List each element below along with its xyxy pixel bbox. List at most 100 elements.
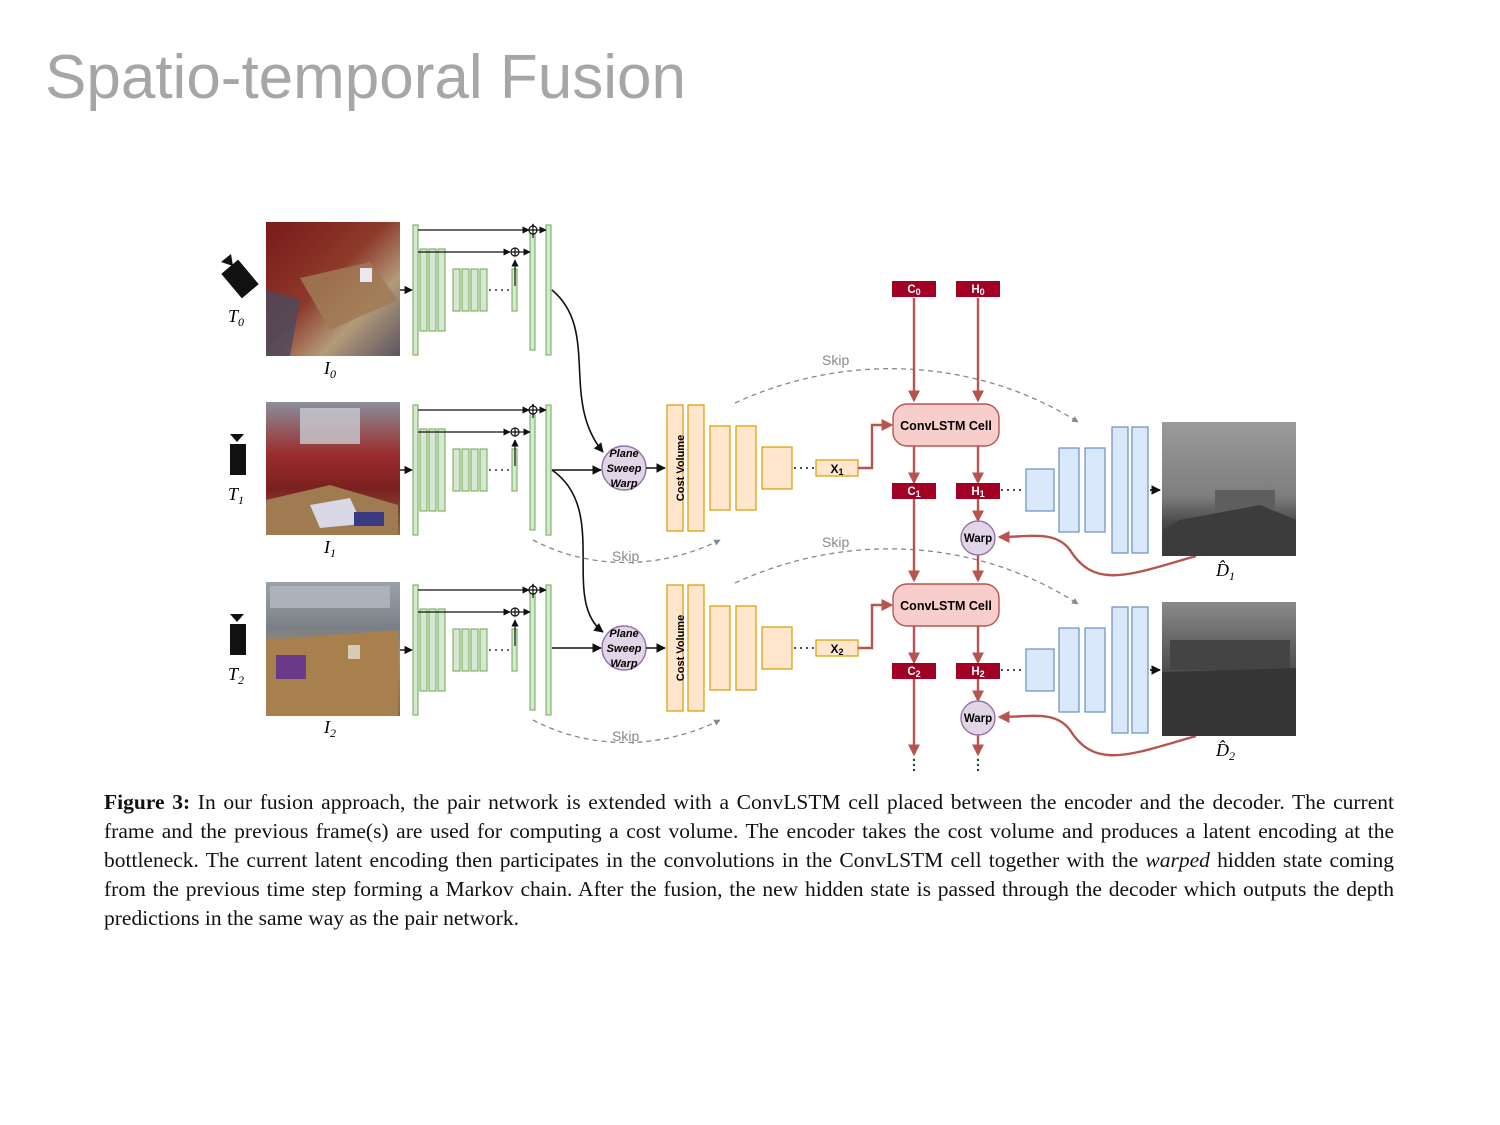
svg-text:X1: X1 (830, 462, 843, 477)
cost-encoder-layer (709, 605, 731, 691)
svg-text:Warp: Warp (610, 658, 638, 670)
skip-label-4: Skip (612, 728, 639, 744)
caption-emphasis: warped (1145, 848, 1210, 872)
cost-encoder-layer (666, 584, 684, 712)
encoder-layer (470, 448, 479, 492)
svg-text:Warp: Warp (610, 478, 638, 490)
cell-state-2: C2 (892, 663, 936, 679)
caption-label: Figure 3: (104, 790, 191, 814)
encoder-layer (461, 268, 470, 312)
svg-text:Sweep: Sweep (607, 643, 642, 655)
cost-volume-label-2: Cost Volume (675, 615, 687, 681)
encoder-layer (419, 428, 428, 512)
feature-encoders (400, 223, 552, 716)
decoder-1 (1025, 606, 1149, 734)
encoder-layer (452, 628, 461, 672)
encoder-layer (479, 448, 488, 492)
depth-output-d2 (1162, 602, 1296, 736)
encoder-layer (419, 248, 428, 332)
feature-connections (551, 289, 604, 653)
cost-encoder-layer (735, 605, 757, 691)
continuation-dots (912, 758, 980, 772)
figure-caption: Figure 3: In our fusion approach, the pa… (104, 788, 1394, 933)
cost-encoder-layer (666, 404, 684, 532)
depth-output-d1 (1162, 422, 1296, 556)
cost-volume-label-1: Cost Volume (675, 435, 687, 501)
decoder-layer (1025, 648, 1055, 692)
feature-encoder-0 (400, 223, 552, 356)
encoder-layer (437, 428, 446, 512)
encoder-layer (419, 608, 428, 692)
plane-sweep-warp-1: Plane Sweep Warp (601, 445, 647, 491)
encoder-layer (545, 404, 552, 536)
skip-label-1: Skip (822, 352, 849, 368)
encoder-layer (529, 229, 536, 351)
encoder-layer (437, 248, 446, 332)
svg-text:C2: C2 (907, 666, 920, 679)
cost-encoder-1 (666, 584, 793, 712)
cost-encoder-layer (709, 425, 731, 511)
encoder-layer (479, 628, 488, 672)
hidden-state-0: H0 (956, 281, 1000, 297)
encoder-layer (529, 409, 536, 531)
camera-icon-t0 (221, 254, 259, 299)
recurrent-flow (858, 298, 1197, 757)
encoder-layer (470, 628, 479, 672)
encoder-layer (437, 608, 446, 692)
encoder-layer (470, 268, 479, 312)
svg-text:ConvLSTM Cell: ConvLSTM Cell (900, 599, 992, 613)
encoder-layer (461, 628, 470, 672)
encoder-layer (452, 448, 461, 492)
svg-text:C1: C1 (907, 486, 920, 499)
warp-node-1: Warp (960, 520, 996, 556)
encoder-layer (529, 589, 536, 711)
input-image-i0 (266, 222, 400, 356)
cost-encoder-layer (687, 404, 705, 532)
svg-text:H0: H0 (971, 284, 984, 297)
output-label-d2: D̂2 (1215, 740, 1235, 763)
camera-icon-t2 (230, 614, 246, 655)
skip-label-3: Skip (612, 548, 639, 564)
encoder-layer (545, 224, 552, 356)
decoder-layer (1025, 468, 1055, 512)
cell-state-0: C0 (892, 281, 936, 297)
decoder-layer (1058, 627, 1080, 713)
input-image-i1 (266, 402, 400, 535)
decoder-layer (1058, 447, 1080, 533)
skip-label-2: Skip (822, 534, 849, 550)
hidden-state-1: H1 (956, 483, 1000, 499)
warp-node-2: Warp (960, 700, 996, 736)
decoder-layer (1111, 426, 1129, 554)
svg-text:H2: H2 (971, 666, 984, 679)
output-label-d1: D̂1 (1215, 560, 1235, 583)
caption-text-1: In our fusion approach, the pair network… (104, 790, 1394, 872)
encoder-layer (461, 448, 470, 492)
input-image-i2 (266, 582, 400, 716)
decoders (1025, 426, 1149, 734)
feature-encoder-1 (400, 403, 552, 536)
cost-encoder-layer (687, 584, 705, 712)
encoder-layer (428, 608, 437, 692)
convlstm-cell-2: ConvLSTM Cell (892, 583, 1000, 627)
cost-encoder-0 (666, 404, 793, 532)
svg-text:ConvLSTM Cell: ConvLSTM Cell (900, 419, 992, 433)
decoder-layer (1131, 606, 1149, 734)
time-label-t1: T1 (228, 484, 244, 507)
encoder-layer (412, 224, 419, 356)
encoder-layer (428, 428, 437, 512)
decoder-layer (1131, 426, 1149, 554)
svg-text:X2: X2 (830, 642, 843, 657)
cost-encoder-layer (735, 425, 757, 511)
decoder-0 (1025, 426, 1149, 554)
latent-x2: X2 (815, 639, 859, 657)
latent-x1: X1 (815, 459, 859, 477)
hidden-state-2: H2 (956, 663, 1000, 679)
decoder-layer (1084, 627, 1106, 713)
svg-text:H1: H1 (971, 486, 984, 499)
svg-text:Warp: Warp (964, 713, 992, 725)
cost-volume-encoders (666, 404, 793, 712)
encoder-layer (412, 584, 419, 716)
decoder-layer (1111, 606, 1129, 734)
